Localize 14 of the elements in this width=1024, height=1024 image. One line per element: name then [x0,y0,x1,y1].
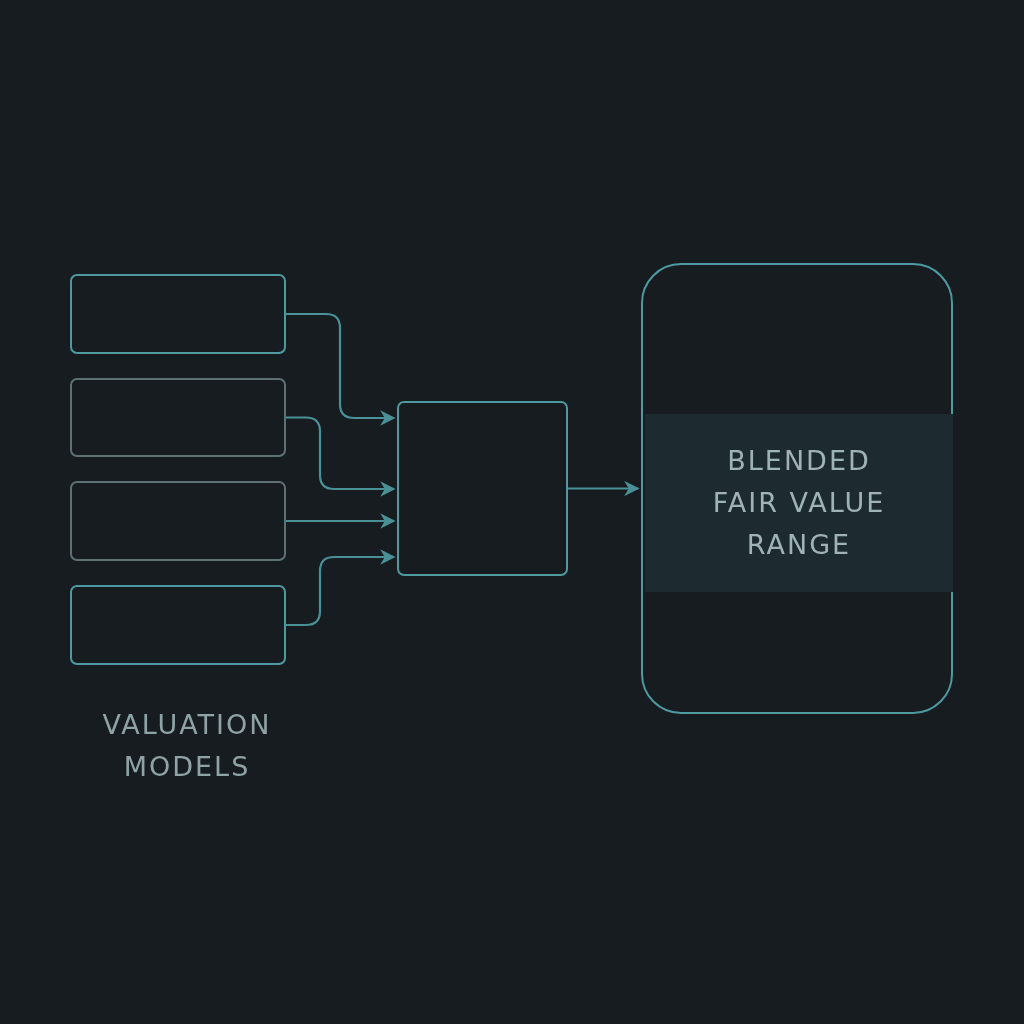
blend-box [397,401,568,576]
arrow [286,513,396,529]
arrow [286,416,396,497]
arrow [286,312,396,426]
highlight-band [645,414,953,592]
model-box [70,481,286,561]
arrow [568,480,640,497]
arrow [286,549,396,627]
model-box [70,274,286,354]
result-box [641,263,953,714]
band-title: BLENDED FAIR VALUE RANGE [711,444,887,562]
model-box [70,585,286,665]
model-box [70,378,286,457]
group-label: VALUATION MODELS [101,708,273,784]
